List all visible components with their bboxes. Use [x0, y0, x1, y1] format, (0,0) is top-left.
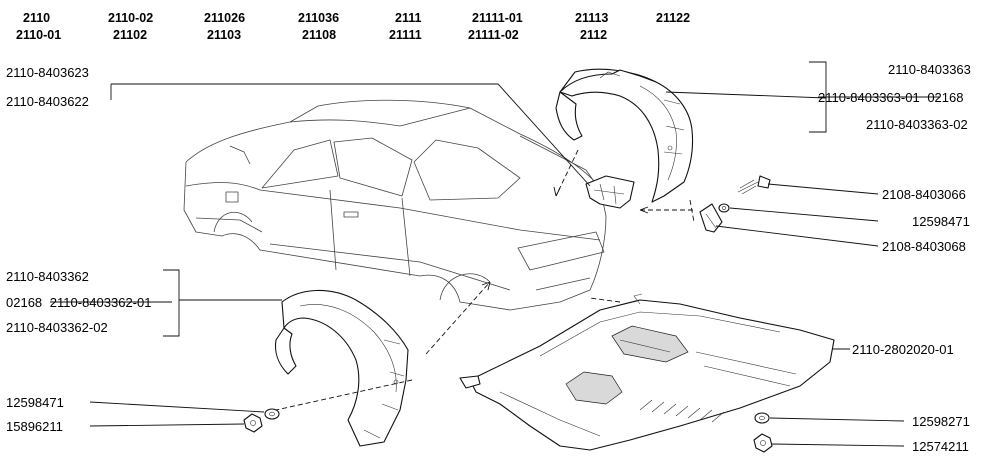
- label-washer-top: 12598471: [912, 214, 970, 229]
- assembly-lines: [275, 149, 695, 411]
- model-6-line2: 21111-02: [468, 28, 519, 42]
- washer-left-icon: [264, 408, 280, 420]
- model-5-line1: 2111: [395, 11, 421, 25]
- leader-lines: [89, 61, 905, 447]
- label-clip: 2108-8403068: [882, 239, 966, 254]
- engine-shield-drawing: [459, 293, 835, 451]
- label-screw: 2108-8403066: [882, 187, 966, 202]
- label-washer-right: 12598271: [912, 414, 970, 429]
- car-body-drawing: [183, 99, 607, 311]
- model-5-line2: 21111: [389, 28, 422, 42]
- label-right-liner-alt-code: 2110-8403363-01: [818, 90, 920, 105]
- label-right-liner-alt: 2110-8403363-01 02168: [818, 90, 963, 105]
- model-6-line1: 21111-01: [472, 11, 523, 25]
- label-right-liner-alt2: 2110-8403363-02: [866, 117, 968, 132]
- model-3-line2: 21103: [207, 28, 241, 42]
- label-left-liner-alt: 02168 2110-8403362-01: [6, 295, 151, 310]
- model-3-line1: 211026: [204, 11, 245, 25]
- model-4-line1: 211036: [298, 11, 339, 25]
- washer-top-icon: [718, 203, 730, 213]
- label-front-liner-2: 2110-8403622: [6, 94, 89, 109]
- right-fender-liner-drawing: [555, 68, 694, 203]
- label-front-liner-1: 2110-8403623: [6, 65, 89, 80]
- model-2-line2: 21102: [113, 28, 147, 42]
- fasteners-right-drawing: [753, 412, 773, 453]
- model-1-line2: 2110-01: [16, 28, 61, 42]
- model-8-line1: 21122: [656, 11, 690, 25]
- clip-icon: [699, 203, 723, 233]
- model-1-line1: 2110: [23, 11, 50, 25]
- fasteners-top-drawing: [699, 175, 771, 233]
- model-7-line1: 21113: [575, 11, 608, 25]
- part-labels: 2110-8403623 2110-8403622 2110-8403363 2…: [6, 62, 971, 454]
- label-left-liner-alt-prefix: 02168: [6, 295, 42, 310]
- model-header: 2110 2110-01 2110-02 21102 211026 21103 …: [16, 11, 690, 42]
- label-left-liner-alt2: 2110-8403362-02: [6, 320, 108, 335]
- liner-bracket-drawing: [585, 175, 635, 209]
- fasteners-left-drawing: [243, 408, 280, 433]
- washer-right-icon: [754, 412, 770, 424]
- model-2-line1: 2110-02: [108, 11, 153, 25]
- nut-left-icon: [243, 413, 263, 433]
- label-left-liner-alt-code: 2110-8403362-01: [50, 295, 152, 310]
- label-nut-right: 12574211: [912, 439, 969, 454]
- left-fender-liner-drawing: [274, 289, 409, 447]
- label-right-liner-alt-suffix: 02168: [927, 90, 963, 105]
- label-left-liner-main: 2110-8403362: [6, 269, 89, 284]
- label-nut-left: 15896211: [6, 419, 63, 434]
- label-right-liner-main: 2110-8403363: [888, 62, 971, 77]
- model-4-line2: 21108: [302, 28, 336, 42]
- nut-right-icon: [753, 433, 773, 453]
- model-7-line2: 2112: [580, 28, 607, 42]
- label-washer-left: 12598471: [6, 395, 64, 410]
- label-engine-shield: 2110-2802020-01: [852, 342, 954, 357]
- screw-head-icon: [757, 175, 771, 189]
